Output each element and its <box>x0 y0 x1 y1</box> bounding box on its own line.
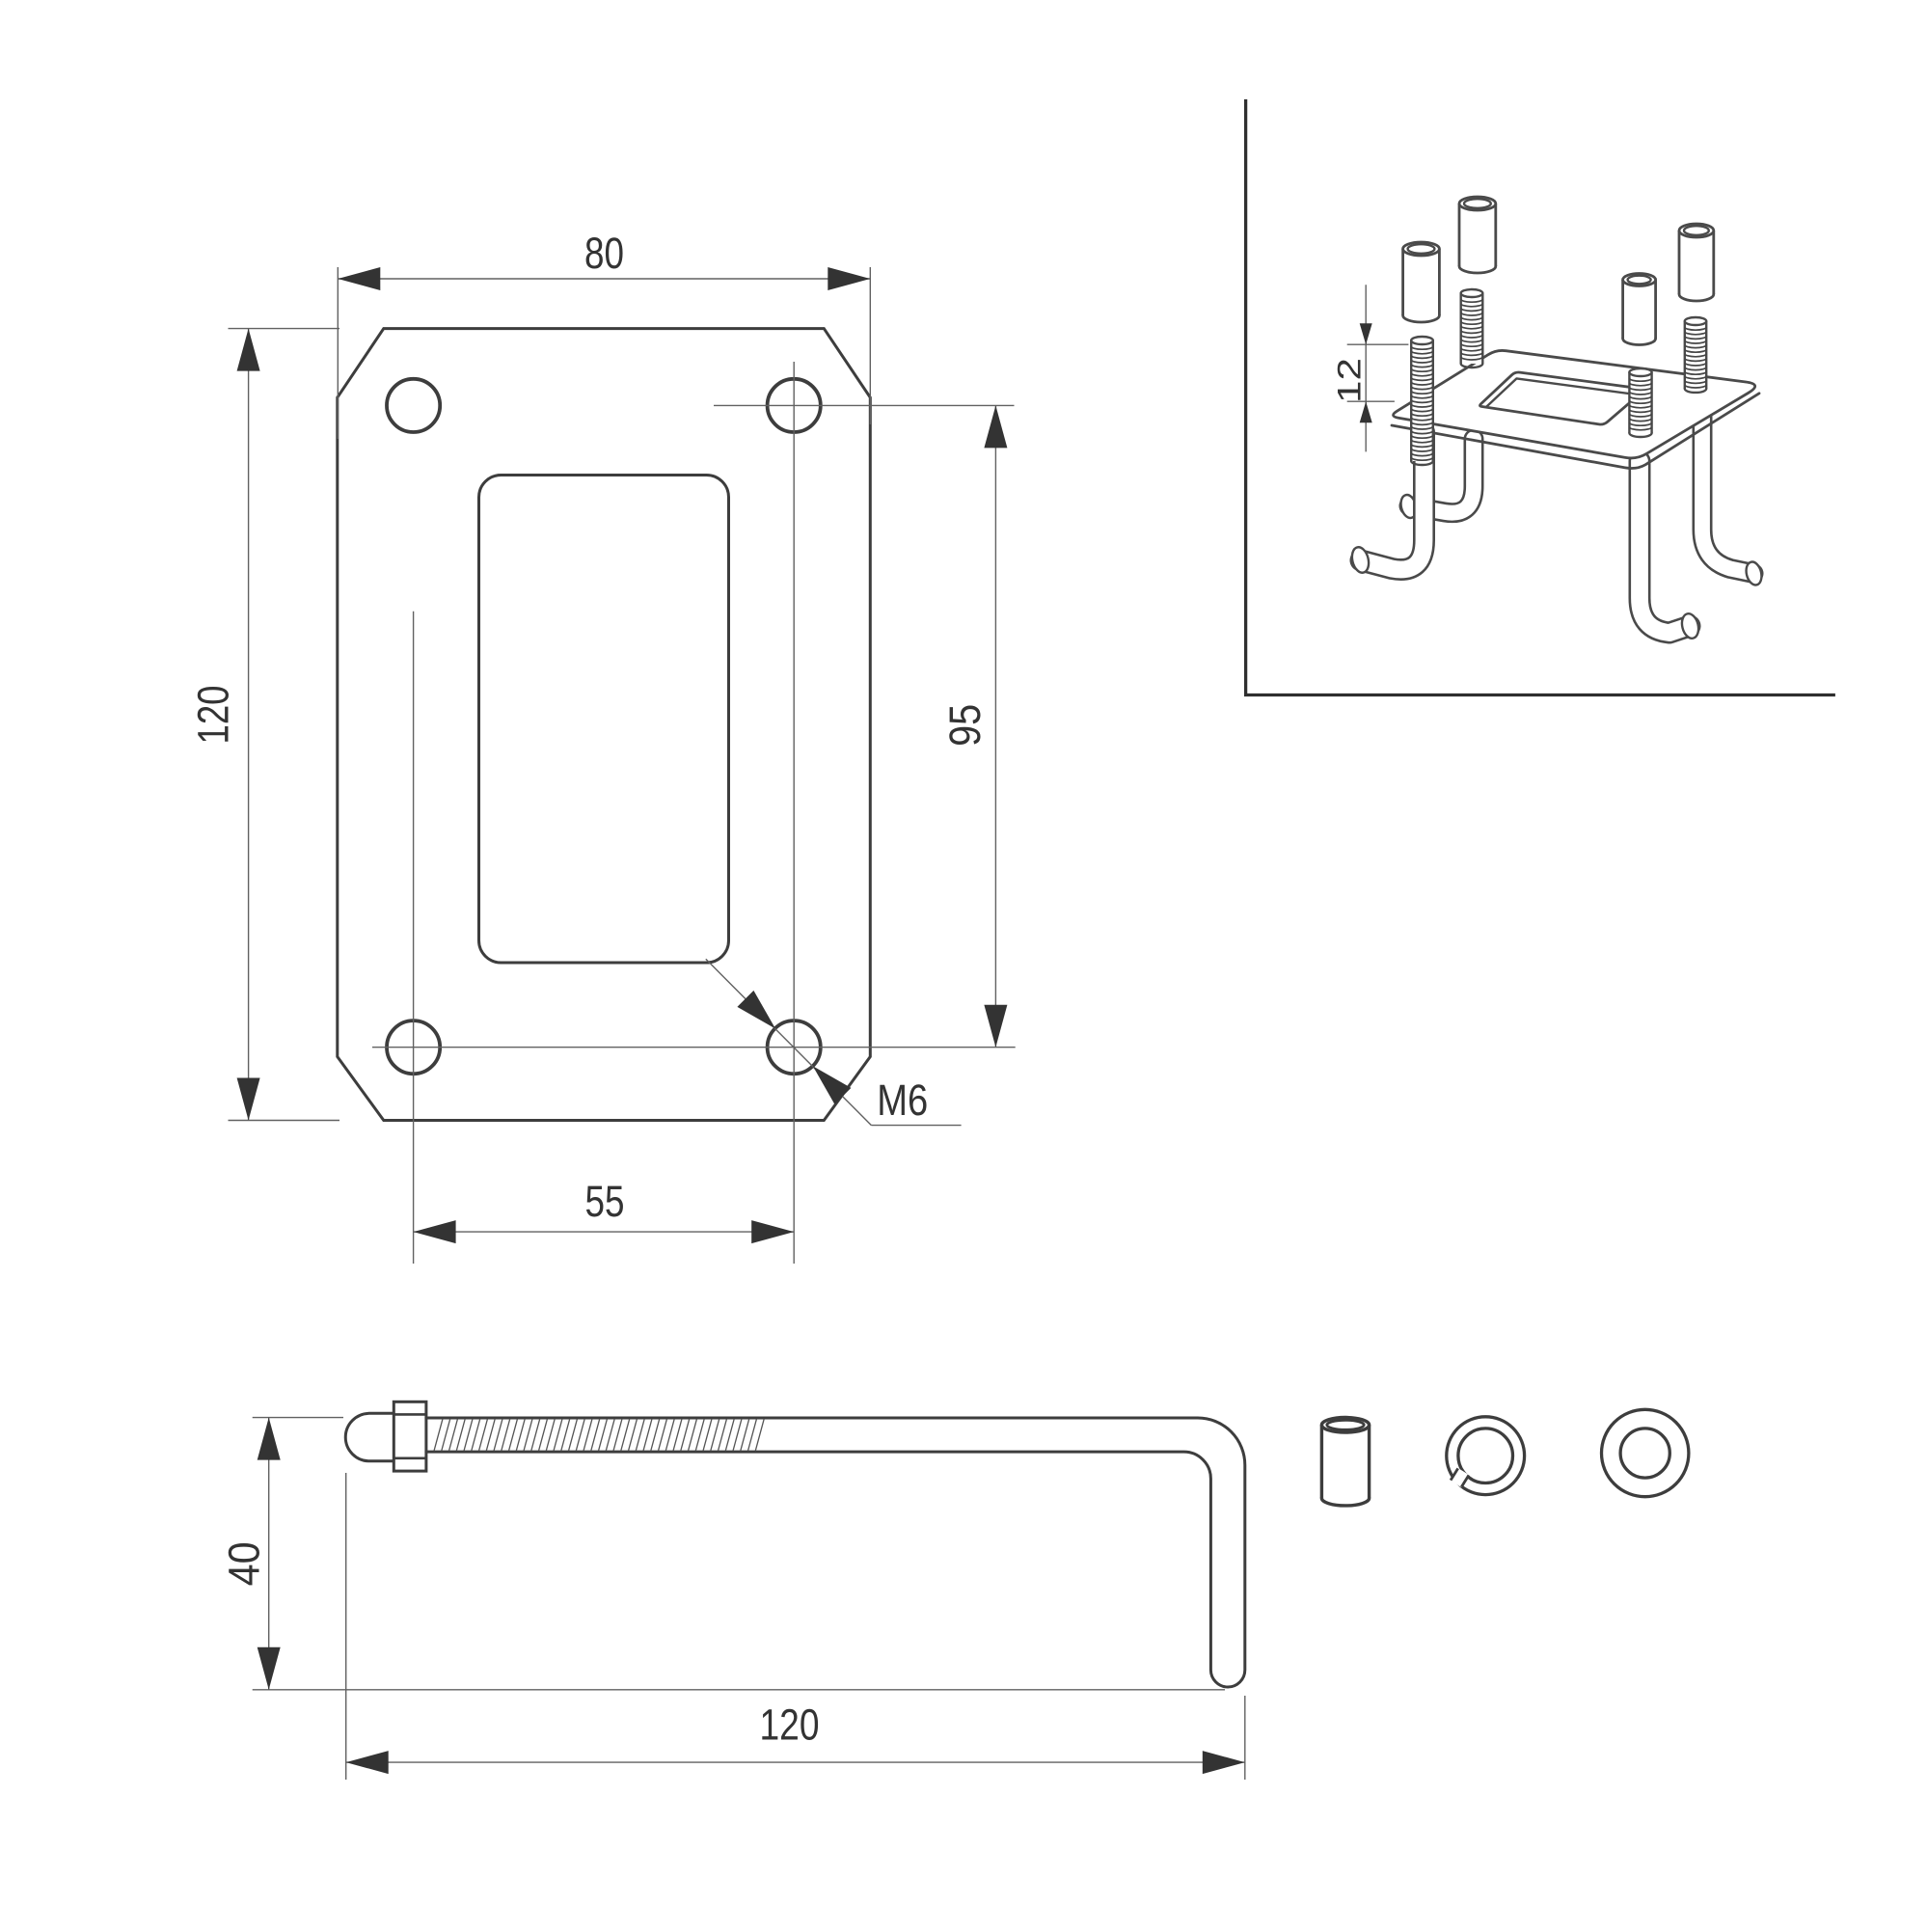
svg-text:95: 95 <box>940 704 990 747</box>
svg-text:120: 120 <box>760 1701 820 1750</box>
svg-text:55: 55 <box>585 1177 625 1226</box>
svg-text:80: 80 <box>584 229 624 278</box>
svg-text:40: 40 <box>220 1541 269 1586</box>
svg-text:M6: M6 <box>877 1075 928 1125</box>
svg-text:120: 120 <box>188 686 237 745</box>
svg-text:12: 12 <box>1332 358 1369 403</box>
